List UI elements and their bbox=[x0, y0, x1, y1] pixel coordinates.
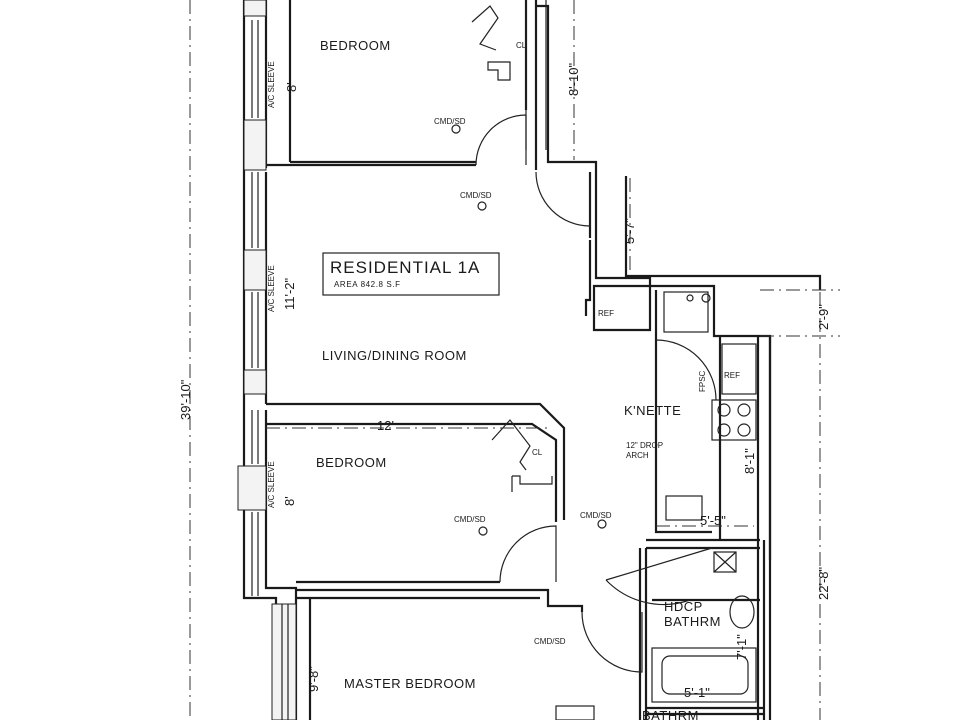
closet-mid-door bbox=[491, 419, 531, 471]
dimension-lines bbox=[189, 0, 840, 720]
dim-line-notch bbox=[760, 289, 840, 337]
master-closet-box bbox=[555, 705, 595, 720]
unit-title: RESIDENTIAL 1A bbox=[330, 258, 480, 277]
range bbox=[711, 399, 757, 441]
bedroom-top-wall-right bbox=[288, 0, 538, 170]
closet-top-wall bbox=[536, 4, 652, 286]
cmd-sd-icon-4 bbox=[597, 519, 607, 529]
cmd-sd-label-2: CMD/SD bbox=[460, 191, 492, 200]
window-top bbox=[243, 0, 267, 17]
bedroom-mid-bottom-wall bbox=[296, 580, 584, 612]
ac-sleeve-label-2: A/C SLEEVE bbox=[267, 265, 276, 312]
window-mullions bbox=[251, 20, 289, 720]
bath-bottom-wall bbox=[646, 706, 764, 716]
window-master bbox=[271, 603, 297, 720]
cmd-sd-icon-2 bbox=[477, 201, 487, 211]
drop-arch-2: ARCH bbox=[626, 451, 649, 460]
door-bedroom-mid bbox=[499, 525, 557, 583]
windows bbox=[237, 0, 297, 720]
dim-overall-height: 39'-10" bbox=[178, 379, 193, 420]
closet-top-door bbox=[471, 5, 499, 51]
walls bbox=[242, 0, 822, 720]
doors bbox=[475, 114, 717, 673]
ac-sleeve-label-1: A/C SLEEVE bbox=[267, 61, 276, 108]
door-bath bbox=[605, 547, 713, 606]
ref-nook bbox=[592, 284, 652, 332]
ac-unit-top bbox=[243, 119, 267, 171]
room-bedroom-mid: BEDROOM bbox=[316, 455, 387, 470]
dim-bedroom-width: 12' bbox=[377, 418, 394, 433]
dim-bath-depth: 7'-1" bbox=[734, 634, 749, 660]
unit-area: AREA 842.8 S.F bbox=[334, 280, 401, 289]
room-kitchenette: K'NETTE bbox=[624, 403, 681, 418]
dim-closet: 8'-10" bbox=[566, 62, 581, 96]
closet-top-label: CL bbox=[516, 41, 527, 50]
dim-ref-notch: 2'-9" bbox=[816, 304, 831, 330]
cmd-sd-icon-1 bbox=[451, 124, 461, 134]
bathtub bbox=[651, 647, 757, 703]
dim-tub-width: 5'-1" bbox=[684, 685, 710, 700]
fpsc-label: FPSC bbox=[698, 370, 707, 392]
cmd-sd-label-1: CMD/SD bbox=[434, 117, 466, 126]
drop-arch-1: 12" DROP bbox=[626, 441, 663, 450]
room-bath-bottom: BATHRM bbox=[642, 708, 699, 720]
burner-icon-3 bbox=[717, 423, 731, 437]
kitchen-sink bbox=[663, 291, 709, 333]
bedroom-mid-top-wall bbox=[266, 402, 566, 522]
burner-icon-1 bbox=[717, 403, 731, 417]
door-living-corridor bbox=[535, 171, 591, 227]
ac-unit-low bbox=[237, 465, 267, 511]
door-kitchen bbox=[655, 339, 717, 401]
cmd-sd-label-3: CMD/SD bbox=[454, 515, 486, 524]
sink-drain-icon bbox=[686, 294, 694, 302]
bathtub-basin bbox=[661, 655, 749, 695]
room-hdcp-1: HDCP bbox=[664, 599, 703, 614]
labels: RESIDENTIAL 1A AREA 842.8 S.F BEDROOM LI… bbox=[178, 38, 831, 720]
dim-kitchenette-depth: 8'-1" bbox=[742, 448, 757, 474]
room-hdcp-2: BATHRM bbox=[664, 614, 721, 629]
kitchen-right-wall bbox=[718, 336, 772, 720]
burner-icon-2 bbox=[737, 403, 751, 417]
dim-right-run: 22'-8" bbox=[816, 566, 831, 600]
bath-grab-box bbox=[713, 551, 737, 573]
window-mid bbox=[243, 369, 267, 395]
door-bedroom-top bbox=[475, 114, 527, 166]
closet-mid bbox=[511, 475, 553, 492]
burner-icon-4 bbox=[737, 423, 751, 437]
dim-bedroom-mid-depth: 8' bbox=[282, 496, 297, 506]
dim-corridor: 5'-7" bbox=[622, 218, 637, 244]
faucet-icon bbox=[701, 293, 711, 303]
bath-x-icon bbox=[713, 551, 737, 573]
door-master bbox=[581, 611, 643, 673]
ac-sleeve-label-3: A/C SLEEVE bbox=[267, 461, 276, 508]
dim-bedroom-top-depth: 8' bbox=[284, 82, 299, 92]
fixtures bbox=[451, 124, 757, 720]
unit-title-box bbox=[322, 252, 500, 296]
ref-right-box bbox=[721, 343, 757, 395]
room-master-bedroom: MASTER BEDROOM bbox=[344, 676, 476, 691]
cmd-sd-icon-3 bbox=[478, 526, 488, 536]
ref-left-label: REF bbox=[598, 309, 614, 318]
closet-top-inner bbox=[487, 0, 547, 150]
room-living-dining: LIVING/DINING ROOM bbox=[322, 348, 467, 363]
bath-wall bbox=[638, 538, 760, 720]
dim-kitchenette-width: 5'-5" bbox=[700, 513, 726, 528]
closet-mid-label: CL bbox=[532, 448, 543, 457]
ref-right-label: REF bbox=[724, 371, 740, 380]
dim-living-depth: 11'-2" bbox=[282, 277, 297, 310]
kitchen-prep-sink bbox=[665, 495, 703, 521]
cmd-sd-label-4: CMD/SD bbox=[580, 511, 612, 520]
dim-master-depth: 9'-8" bbox=[306, 666, 321, 692]
room-bedroom-top: BEDROOM bbox=[320, 38, 391, 53]
toilet-icon bbox=[729, 595, 755, 629]
ac-unit-mid bbox=[243, 249, 267, 291]
cmd-sd-label-5: CMD/SD bbox=[534, 637, 566, 646]
